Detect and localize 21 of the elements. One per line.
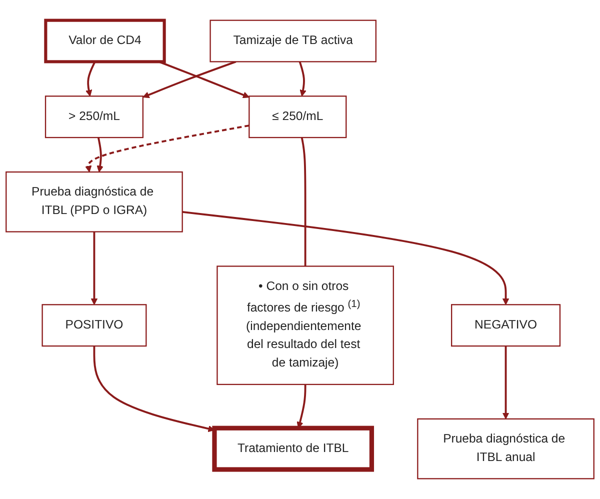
arrow [96, 137, 104, 172]
arrow [90, 232, 98, 305]
arrow [86, 61, 96, 96]
node-box: > 250/mL [44, 96, 144, 138]
node-box: Tamizaje de TB activa [210, 20, 376, 62]
node-box: ≤ 250/mL [248, 96, 347, 138]
connector [300, 137, 306, 266]
node-box: Valor de CD4 [44, 18, 166, 64]
arrow [182, 211, 510, 305]
node-box: Tratamiento de ITBL [212, 426, 374, 472]
node-box: • Con o sin otros factores de riesgo $^{(1)}$ (independientemente del resultado del test de tamizaje) [216, 266, 394, 386]
node-box: Prueba diagnóstica de ITBL anual [417, 418, 594, 480]
arrow [296, 384, 306, 428]
arrow [502, 346, 510, 420]
arrow [142, 60, 236, 98]
node-box: Prueba diagnóstica de ITBL (PPD o IGRA) [6, 171, 183, 232]
node-box: NEGATIVO [451, 304, 561, 347]
arrow [93, 346, 215, 432]
arrow [85, 124, 250, 172]
arrow [298, 61, 306, 96]
node-box: POSITIVO [42, 304, 147, 347]
